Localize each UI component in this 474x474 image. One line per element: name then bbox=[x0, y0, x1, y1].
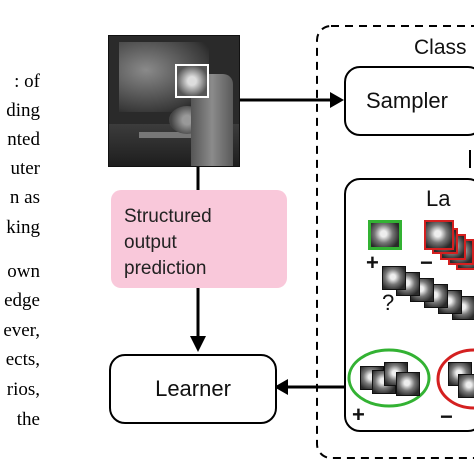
negative-set-patch bbox=[458, 374, 474, 398]
positive-set-sign: + bbox=[352, 402, 365, 427]
classifier-dashed-border bbox=[316, 25, 474, 459]
video-frame-image bbox=[108, 35, 240, 167]
unlabeled-sample-patch bbox=[382, 266, 406, 290]
tracked-object-bounding-box bbox=[175, 64, 209, 98]
structured-output-line: prediction bbox=[124, 258, 207, 279]
structured-output-prediction-box bbox=[111, 190, 287, 288]
structured-output-prediction-label: Structured output prediction bbox=[124, 204, 212, 282]
paper-text-fragment: rios, bbox=[6, 379, 40, 400]
paper-text-fragment: edge bbox=[4, 290, 40, 311]
labeler-to-learner-arrowhead bbox=[274, 379, 288, 395]
negative-set-ellipse bbox=[436, 348, 474, 410]
photo-to-learner-arrowhead bbox=[190, 336, 206, 352]
positive-sample-patch bbox=[368, 220, 402, 250]
paper-text-fragment: ects, bbox=[5, 349, 40, 370]
negative-samples-sign: − bbox=[420, 250, 433, 275]
learner-box: Learner bbox=[109, 354, 277, 424]
sampler-box: Sampler bbox=[344, 66, 474, 136]
structured-output-line: output bbox=[124, 232, 177, 253]
negative-sample-patch bbox=[424, 220, 454, 250]
positive-set-patch bbox=[396, 372, 420, 396]
paper-text-fragment: the bbox=[16, 409, 40, 430]
positive-sample-sign: + bbox=[366, 250, 379, 275]
sampler-label: Sampler bbox=[366, 88, 448, 113]
paper-text-fragment: : of bbox=[14, 71, 40, 92]
paper-text-fragment: own bbox=[7, 261, 40, 282]
paper-text-fragment: n as bbox=[9, 187, 40, 208]
frame-table bbox=[139, 132, 219, 138]
positive-set-ellipse bbox=[347, 348, 431, 408]
paper-text-fragment: ever, bbox=[3, 320, 40, 341]
paper-text-fragment: ding bbox=[6, 100, 40, 121]
structured-output-line: Structured bbox=[124, 206, 212, 227]
paper-text-fragment: uter bbox=[10, 158, 40, 179]
learner-label: Learner bbox=[155, 376, 231, 401]
classifier-title: Class bbox=[414, 36, 467, 59]
unlabeled-samples-sign: ? bbox=[382, 290, 395, 315]
negative-set-sign: − bbox=[440, 404, 453, 429]
paper-text-fragment: nted bbox=[7, 129, 40, 150]
paper-text-fragment: king bbox=[6, 217, 40, 238]
labeler-label: La bbox=[426, 186, 451, 211]
photo-to-sampler-arrowhead bbox=[330, 92, 344, 108]
